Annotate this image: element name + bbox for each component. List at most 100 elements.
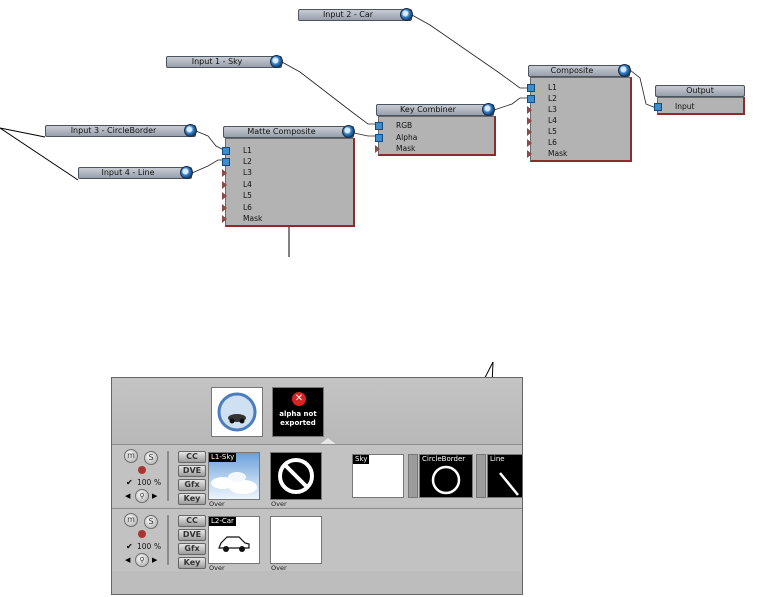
port-connected-icon — [527, 95, 535, 103]
port-empty-icon — [375, 145, 380, 153]
port-empty-icon — [527, 150, 532, 158]
sky-clouds-image — [211, 472, 257, 494]
input-line-node[interactable]: Input 4 - Line — [78, 166, 193, 179]
circleborder-key-label: CircleBorder — [420, 455, 468, 464]
no-symbol-icon — [278, 458, 314, 494]
alpha-not-exported-thumb[interactable]: ✕ alpha not exported — [272, 387, 324, 437]
key-combiner-node[interactable]: Key Combiner — [376, 103, 495, 116]
port-connected-icon — [222, 147, 230, 155]
output-port-icon[interactable] — [482, 103, 495, 116]
layer1-key-blend-mode[interactable]: Over — [271, 500, 287, 508]
output-title: Output — [686, 86, 714, 95]
composite-node[interactable]: Composite — [528, 64, 631, 77]
matte-composite-title: Matte Composite — [247, 127, 316, 136]
zoom-button[interactable]: ⚲ — [135, 553, 149, 567]
layer-row-1: m S ✔ 100 % ◀ ⚲ ▶ CC DVE Gfx Key L1-Sky … — [112, 444, 522, 508]
dve-button[interactable]: DVE — [178, 529, 206, 541]
output-port-icon[interactable] — [618, 64, 631, 77]
sky-key-scrollbar[interactable] — [408, 454, 418, 498]
layer2-source-thumb[interactable]: L2-Car — [208, 516, 260, 564]
output-port-icon[interactable] — [342, 125, 355, 138]
wire-car-to-composite — [411, 14, 528, 89]
port-connected-icon — [222, 158, 230, 166]
port-empty-icon — [222, 215, 227, 223]
circleborder-key-thumb[interactable]: CircleBorder — [419, 454, 473, 498]
wire-line-to-matte — [191, 159, 226, 174]
cc-button[interactable]: CC — [178, 451, 206, 463]
port-empty-icon — [527, 128, 532, 136]
vertical-divider — [167, 451, 169, 501]
input-circleborder-node[interactable]: Input 3 - CircleBorder — [45, 124, 197, 137]
key-button[interactable]: Key — [178, 557, 206, 569]
port-connected-icon — [375, 122, 383, 130]
solo-button[interactable]: S — [144, 451, 158, 465]
port-connected-icon — [654, 103, 662, 111]
node-graph: Input 2 - Car Input 1 - Sky Input 3 - Ci… — [0, 8, 745, 257]
gfx-button[interactable]: Gfx — [178, 543, 206, 555]
output-port-icon[interactable] — [184, 124, 197, 137]
opacity-value[interactable]: 100 — [137, 542, 152, 551]
record-indicator-icon — [138, 466, 146, 474]
cc-button[interactable]: CC — [178, 515, 206, 527]
output-port-icon[interactable] — [400, 8, 413, 21]
port-empty-icon — [527, 106, 532, 114]
output-port-icon[interactable] — [270, 55, 283, 68]
layer1-key-thumb[interactable] — [270, 452, 322, 500]
input-car-node[interactable]: Input 2 - Car — [298, 8, 413, 21]
layer2-blend-mode[interactable]: Over — [209, 564, 225, 572]
opacity-unit: % — [154, 478, 162, 487]
center-marker-icon — [319, 438, 337, 445]
layer2-thumb-label: L2-Car — [209, 517, 236, 526]
mute-button[interactable]: m — [124, 513, 138, 527]
key-button[interactable]: Key — [178, 493, 206, 505]
port-empty-icon — [222, 204, 227, 212]
port-empty-icon — [527, 139, 532, 147]
mute-button[interactable]: m — [124, 449, 138, 463]
enable-check-icon[interactable]: ✔ — [126, 478, 133, 487]
matte-composite-node[interactable]: Matte Composite — [223, 125, 355, 138]
output-node[interactable]: Output — [655, 85, 745, 97]
nudge-left-icon[interactable]: ◀ — [125, 492, 131, 500]
input-sky-node[interactable]: Input 1 - Sky — [166, 55, 283, 68]
line-key-thumb[interactable]: Line — [487, 454, 522, 498]
output-port-icon[interactable] — [180, 166, 193, 179]
layer2-key-blend-mode[interactable]: Over — [271, 564, 287, 572]
alpha-note-line2: exported — [280, 419, 316, 427]
circleborder-key-scrollbar[interactable] — [476, 454, 486, 498]
annotation-line — [0, 127, 79, 181]
nudge-right-icon[interactable]: ▶ — [152, 556, 158, 564]
port-empty-icon — [222, 192, 227, 200]
vertical-divider — [167, 515, 169, 565]
gfx-button[interactable]: Gfx — [178, 479, 206, 491]
alpha-note-line1: alpha not — [279, 410, 317, 418]
output-body: Input — [654, 97, 745, 115]
layer-row-2: m S ✔ 100 % ◀ ⚲ ▶ CC DVE Gfx Key L2-Car … — [112, 508, 522, 572]
wire-composite-to-output — [629, 69, 657, 109]
connection-wires — [0, 14, 657, 257]
port-empty-icon — [222, 181, 227, 189]
zoom-button[interactable]: ⚲ — [135, 489, 149, 503]
car-image — [218, 536, 250, 552]
solo-button[interactable]: S — [144, 515, 158, 529]
layer1-blend-mode[interactable]: Over — [209, 500, 225, 508]
port-empty-icon — [222, 169, 227, 177]
line-key-label: Line — [488, 455, 507, 464]
wire-matte-to-keycombiner — [353, 132, 378, 137]
wire-keycombiner-to-composite — [493, 97, 528, 111]
layer1-source-thumb[interactable]: L1-Sky — [208, 452, 260, 500]
port-connected-icon — [375, 134, 383, 142]
sky-key-thumb[interactable]: Sky — [352, 454, 404, 498]
dve-button[interactable]: DVE — [178, 465, 206, 477]
diagonal-line-image — [499, 472, 519, 496]
nudge-left-icon[interactable]: ◀ — [125, 556, 131, 564]
matte-composite-body: L1 L2 L3 L4 L5 L6 Mask — [222, 138, 355, 227]
nudge-right-icon[interactable]: ▶ — [152, 492, 158, 500]
magnifier-icon: ⚲ — [139, 492, 145, 500]
enable-check-icon[interactable]: ✔ — [126, 542, 133, 551]
wire-sky-to-keycombiner — [281, 61, 378, 125]
opacity-value[interactable]: 100 — [137, 478, 152, 487]
composite-preview-thumb[interactable] — [211, 387, 263, 437]
key-combiner-title: Key Combiner — [400, 105, 456, 114]
layer2-key-thumb[interactable] — [270, 516, 322, 564]
annotation-line — [0, 127, 46, 138]
